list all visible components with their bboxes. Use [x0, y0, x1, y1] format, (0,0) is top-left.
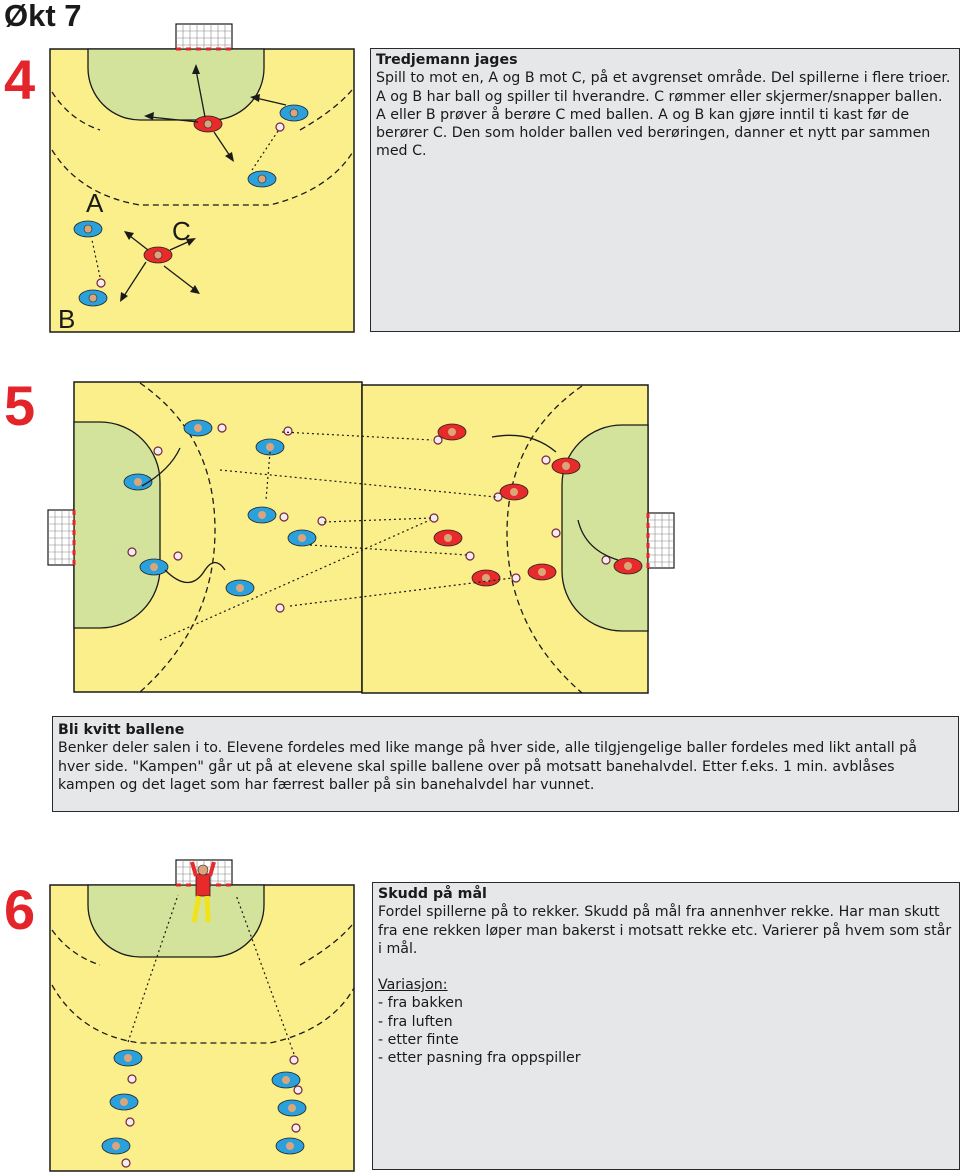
exercise-description-4: Tredjemann jages Spill to mot en, A og B…	[370, 48, 960, 332]
label-b: B	[58, 304, 75, 334]
player-red	[193, 115, 223, 133]
exercise-description-5: Bli kvitt ballene Benker deler salen i t…	[52, 716, 959, 812]
goal-left	[47, 509, 76, 566]
goal	[175, 23, 233, 51]
exercise-description-6: Skudd på mål Fordel spillerne på to rekk…	[372, 882, 960, 1170]
run-lines	[141, 434, 619, 584]
shooting-line-left	[101, 1049, 143, 1168]
team-blue	[123, 419, 317, 597]
pass-lines	[159, 431, 513, 641]
court-diagram-4: A B C	[49, 23, 355, 334]
exercise-title: Tredjemann jages	[376, 52, 518, 68]
team-red	[433, 423, 643, 587]
label-c: C	[172, 216, 191, 246]
variation-item: - fra bakken	[378, 995, 464, 1012]
ball	[275, 122, 285, 132]
exercise-number-5: 5	[4, 374, 36, 437]
goalkeeper	[190, 861, 216, 923]
exercise-title: Skudd på mål	[378, 886, 487, 902]
label-a: A	[86, 188, 104, 218]
balls	[127, 423, 611, 613]
exercise-text: Benker deler salen i to. Elevene fordele…	[58, 740, 917, 793]
goal-right	[646, 512, 675, 569]
exercise-text: Spill to mot en, A og B mot C, på et avg…	[376, 70, 951, 160]
variation-item: - etter pasning fra oppspiller	[378, 1050, 581, 1067]
exercise-text: Fordel spillerne på to rekker. Skudd på …	[378, 904, 952, 957]
variation-item: - etter finte	[378, 1032, 459, 1049]
player-blue	[73, 220, 103, 238]
variation-item: - fra luften	[378, 1013, 453, 1030]
player-blue	[78, 289, 108, 307]
exercise-title: Bli kvitt ballene	[58, 722, 185, 738]
ball	[96, 278, 106, 288]
variation-heading: Variasjon:	[378, 977, 448, 994]
exercise-number-6: 6	[4, 878, 36, 941]
player-red	[143, 246, 173, 264]
court-diagram-5	[47, 381, 675, 694]
exercise-number-4: 4	[4, 48, 36, 111]
page-title: Økt 7	[4, 0, 82, 33]
player-blue	[247, 170, 277, 188]
player-blue	[279, 104, 309, 122]
shooting-line-right	[271, 1055, 307, 1155]
